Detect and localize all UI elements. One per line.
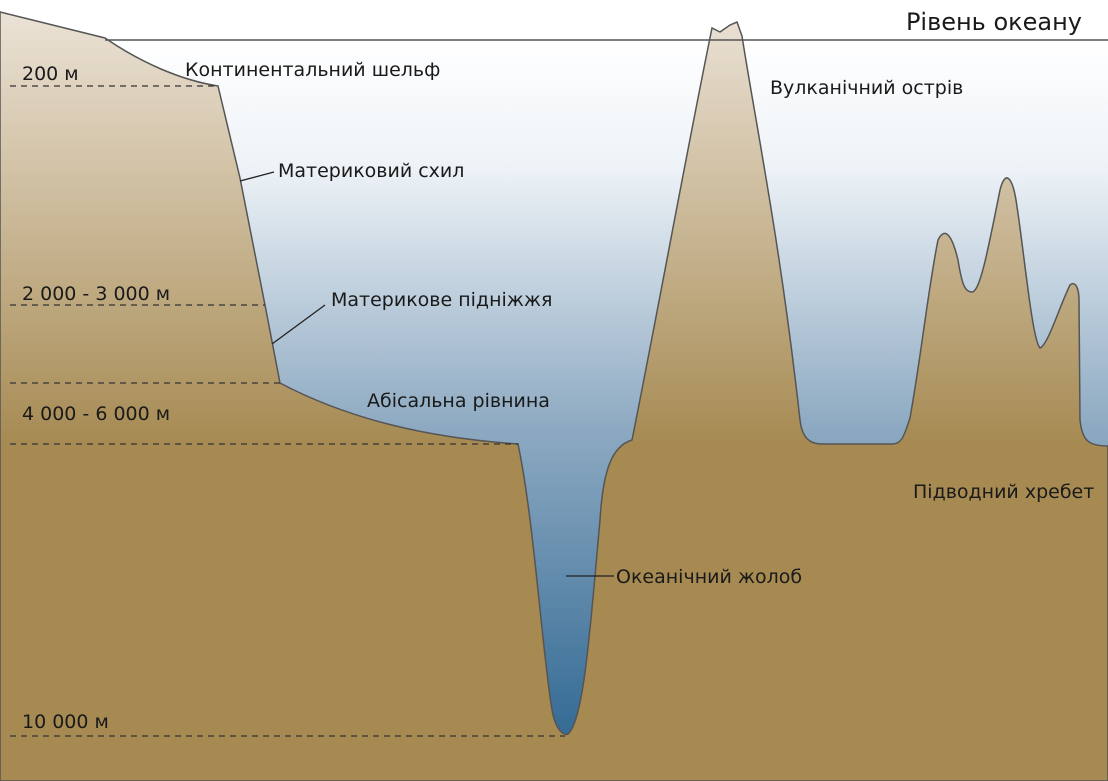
depth-label-2000: 2 000 - 3 000 м — [22, 283, 170, 305]
rise-label: Материкове підніжжя — [331, 289, 552, 311]
ridge-label: Підводний хребет — [913, 481, 1094, 503]
shelf-label: Континентальний шельф — [185, 59, 440, 81]
island-label: Вулканічний острів — [770, 77, 963, 99]
slope-label: Материковий схил — [278, 160, 464, 182]
depth-label-4000: 4 000 - 6 000 м — [22, 403, 170, 425]
trench-label: Океанічний жолоб — [616, 566, 802, 588]
depth-label-200: 200 м — [22, 63, 79, 85]
sea-level-label: Рівень океану — [906, 8, 1082, 36]
abyssal-label: Абісальна рівнина — [367, 390, 550, 412]
depth-label-10000: 10 000 м — [22, 711, 109, 733]
